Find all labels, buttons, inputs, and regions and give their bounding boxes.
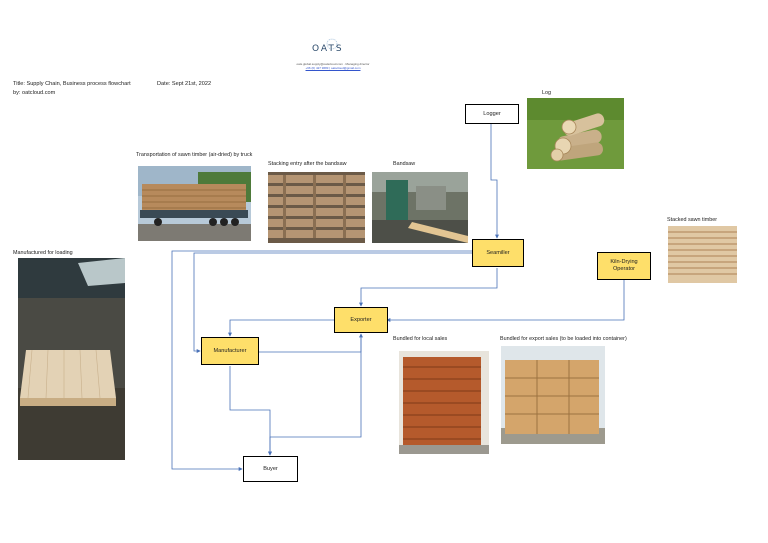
logo-contact-line2[interactable]: +66 (0) 427 9683 | oatscloud@gmail.com [288,66,378,70]
connector-kiln-exporter [386,280,625,322]
connector-manufacturer-exporter [259,333,363,353]
node-exporter: Exporter [334,307,388,333]
node-seamiller: Seamiller [472,239,524,267]
node-kiln-drying-operator: Kiln-Drying Operator [597,252,651,280]
photo-bundled-export-sales [501,346,605,444]
document-date: Date: Sept 21st, 2022 [157,81,212,87]
caption-stacking: Stacking entry after the bandsaw [268,161,347,167]
logo-email-link[interactable]: +66 (0) 427 9683 | oatscloud@gmail.com [305,66,361,70]
photo-manufactured-for-loading [18,258,125,460]
connector-seamiller-exporter [359,268,498,307]
node-buyer: Buyer [243,456,298,482]
connector-manufacturer-buyer [229,366,272,456]
document-author: by: oatcloud.com [13,90,56,96]
node-manufacturer: Manufacturer [201,337,259,365]
photo-stacked-sawn-timber [668,226,737,283]
caption-transport: Transportation of sawn timber (air-dried… [136,152,253,158]
oats-logo [310,38,354,60]
connector-logger-seamiller [490,124,499,239]
caption-stacked-timber: Stacked sawn timber [667,217,718,223]
photo-bandsaw [372,172,468,243]
connector-exporter-manufacturer [228,319,334,337]
node-logger: Logger [465,104,519,124]
caption-log: Log [542,90,551,96]
caption-bandsaw: Bandsaw [393,161,416,167]
photo-bundled-local-sales [399,351,489,454]
photo-stacking-entry [268,172,365,243]
connector-seamiller-manufacturer [193,252,472,353]
photo-log [527,98,624,169]
logo-contact: oats.global.supply@oatscloud.com · Manag… [288,62,378,70]
caption-local-sales: Bundled for local sales [393,336,448,342]
caption-export-sales: Bundled for export sales (to be loaded i… [500,336,627,342]
connector-seamiller-buyer [171,250,472,471]
document-title: Title: Supply Chain, Business process fl… [13,81,131,87]
caption-manufactured: Manufactured for loading [13,250,73,256]
photo-truck-transport [138,166,251,241]
logo-wordmark: OATS [312,44,344,54]
logo-contact-line1: oats.global.supply@oatscloud.com · Manag… [296,62,370,66]
